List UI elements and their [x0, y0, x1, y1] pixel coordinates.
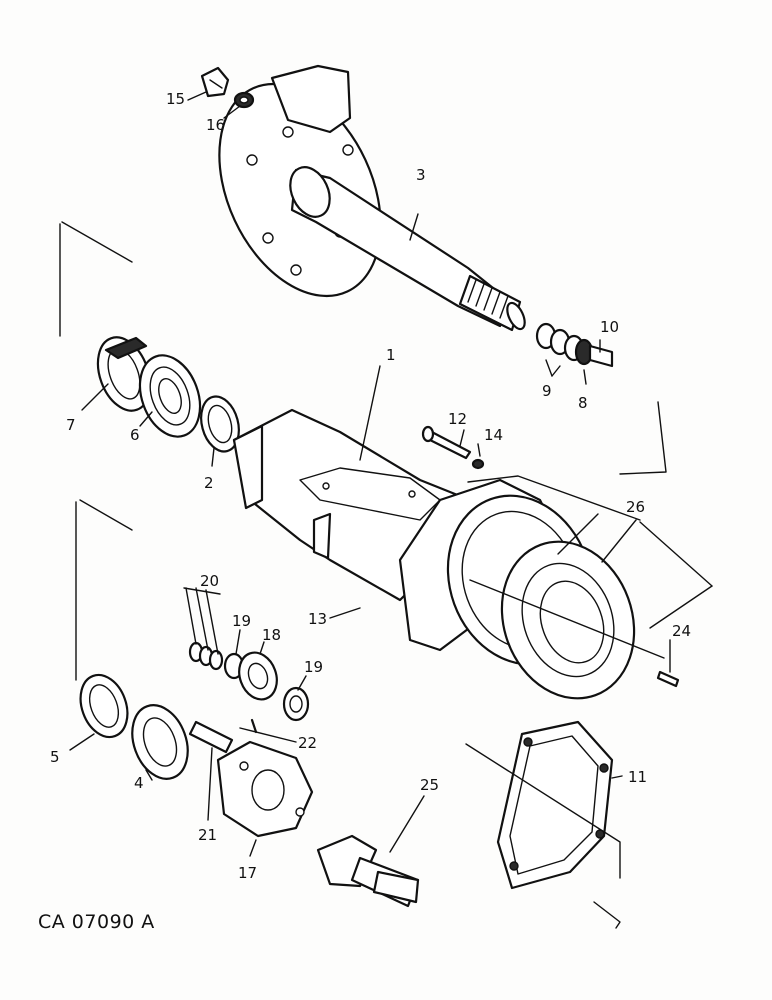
callout-3: 3 [416, 166, 426, 184]
drawing-code: CA 07090 A [38, 911, 155, 933]
callout-4: 4 [134, 774, 144, 792]
part-axle-shaft [218, 64, 526, 332]
callout-1: 1 [386, 346, 396, 364]
callout-12: 12 [448, 410, 467, 428]
callout-26: 26 [626, 498, 645, 516]
part-gasket-11 [496, 720, 614, 890]
callout-2: 2 [204, 474, 214, 492]
part-bearing-19b [282, 686, 310, 722]
callout-25: 25 [420, 776, 439, 794]
part-bolt-12 [421, 425, 472, 460]
part-pin-21 [188, 720, 234, 754]
callout-5: 5 [50, 748, 60, 766]
part-washer-16 [233, 91, 255, 109]
part-bolt-15 [200, 66, 230, 98]
part-ring-gear-26 [398, 478, 636, 700]
part-pinion-18 [238, 651, 278, 701]
callout-15: 15 [166, 90, 185, 108]
callout-8: 8 [578, 394, 588, 412]
part-pin-24 [656, 670, 680, 688]
callout-22: 22 [298, 734, 317, 752]
callout-20: 20 [200, 572, 219, 590]
part-bearing-cup-5 [79, 673, 129, 739]
part-bolt-10 [574, 338, 614, 368]
part-shim-2 [200, 395, 240, 453]
callout-21: 21 [198, 826, 217, 844]
callout-11: 11 [628, 768, 647, 786]
callout-19-upper: 19 [232, 612, 251, 630]
callout-labels: 15 16 3 10 9 8 1 7 6 2 12 14 26 20 19 18… [50, 90, 691, 882]
callout-13: 13 [308, 610, 327, 628]
part-pin-14 [471, 458, 485, 470]
part-carrier-17 [216, 740, 314, 838]
callout-18: 18 [262, 626, 281, 644]
part-bearing-6 [138, 354, 202, 438]
callout-17: 17 [238, 864, 257, 882]
callout-6: 6 [130, 426, 140, 444]
callout-19-lower: 19 [304, 658, 323, 676]
callout-16: 16 [206, 116, 225, 134]
callout-10: 10 [600, 318, 619, 336]
leader-lines [59, 91, 713, 929]
part-pin-22 [250, 718, 258, 734]
callout-9: 9 [542, 382, 552, 400]
callout-14: 14 [484, 426, 503, 444]
callout-7: 7 [66, 416, 76, 434]
part-sun-gear-25 [316, 834, 420, 908]
callout-24: 24 [672, 622, 691, 640]
part-washers-20 [188, 641, 224, 671]
part-bearing-4 [131, 704, 189, 780]
